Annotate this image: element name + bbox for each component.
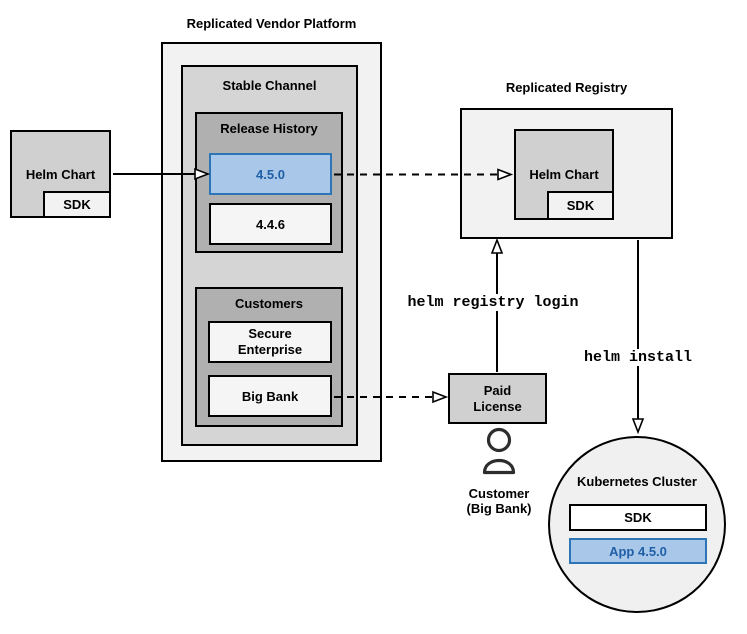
kubernetes-app-label: App 4.5.0 bbox=[609, 543, 667, 559]
stable-channel-label: Stable Channel bbox=[222, 78, 317, 93]
registry-title: Replicated Registry bbox=[505, 80, 628, 95]
release-history-label: Release History bbox=[220, 121, 318, 136]
release-version-label: 4.5.0 bbox=[256, 166, 285, 182]
customer-caption-line1: Customer bbox=[468, 486, 530, 501]
registry-helm-chart-box: Helm Chart SDK bbox=[514, 129, 614, 220]
customer-item-secure-enterprise: Secure Enterprise bbox=[208, 321, 332, 363]
source-sdk-box: SDK bbox=[43, 191, 111, 218]
release-item-446: 4.4.6 bbox=[209, 203, 332, 245]
source-helm-chart-box: Helm Chart SDK bbox=[10, 130, 111, 218]
source-sdk-label: SDK bbox=[63, 197, 91, 212]
customer-caption-line2: (Big Bank) bbox=[466, 501, 532, 517]
customers-label: Customers bbox=[235, 296, 303, 311]
release-version-label: 4.4.6 bbox=[256, 216, 285, 232]
customer-item-big-bank: Big Bank bbox=[208, 375, 332, 417]
registry-sdk-label: SDK bbox=[566, 198, 595, 213]
customer-caption: Customer (Big Bank) bbox=[444, 486, 554, 517]
registry-helm-chart-label: Helm Chart bbox=[529, 167, 599, 182]
kubernetes-app-box: App 4.5.0 bbox=[569, 538, 707, 564]
command-helm-install: helm install bbox=[570, 349, 706, 366]
source-helm-chart-label: Helm Chart bbox=[25, 166, 96, 182]
command-helm-registry-login: helm registry login bbox=[385, 294, 601, 311]
customer-person-icon bbox=[482, 427, 516, 475]
registry-sdk-box: SDK bbox=[547, 191, 614, 220]
release-item-450: 4.5.0 bbox=[209, 153, 332, 195]
paid-license-box: Paid License bbox=[448, 373, 547, 424]
vendor-platform-title: Replicated Vendor Platform bbox=[186, 16, 357, 31]
command-text: helm registry login bbox=[404, 294, 582, 311]
customer-item-label: Big Bank bbox=[241, 388, 299, 404]
kubernetes-sdk-box: SDK bbox=[569, 504, 707, 531]
command-text: helm install bbox=[580, 349, 696, 366]
kubernetes-cluster-label: Kubernetes Cluster bbox=[577, 474, 697, 489]
arrow-registry-to-cluster bbox=[631, 240, 645, 435]
paid-license-label: Paid License bbox=[473, 382, 522, 414]
customer-item-label: Secure Enterprise bbox=[237, 326, 303, 357]
kubernetes-sdk-label: SDK bbox=[624, 510, 652, 525]
